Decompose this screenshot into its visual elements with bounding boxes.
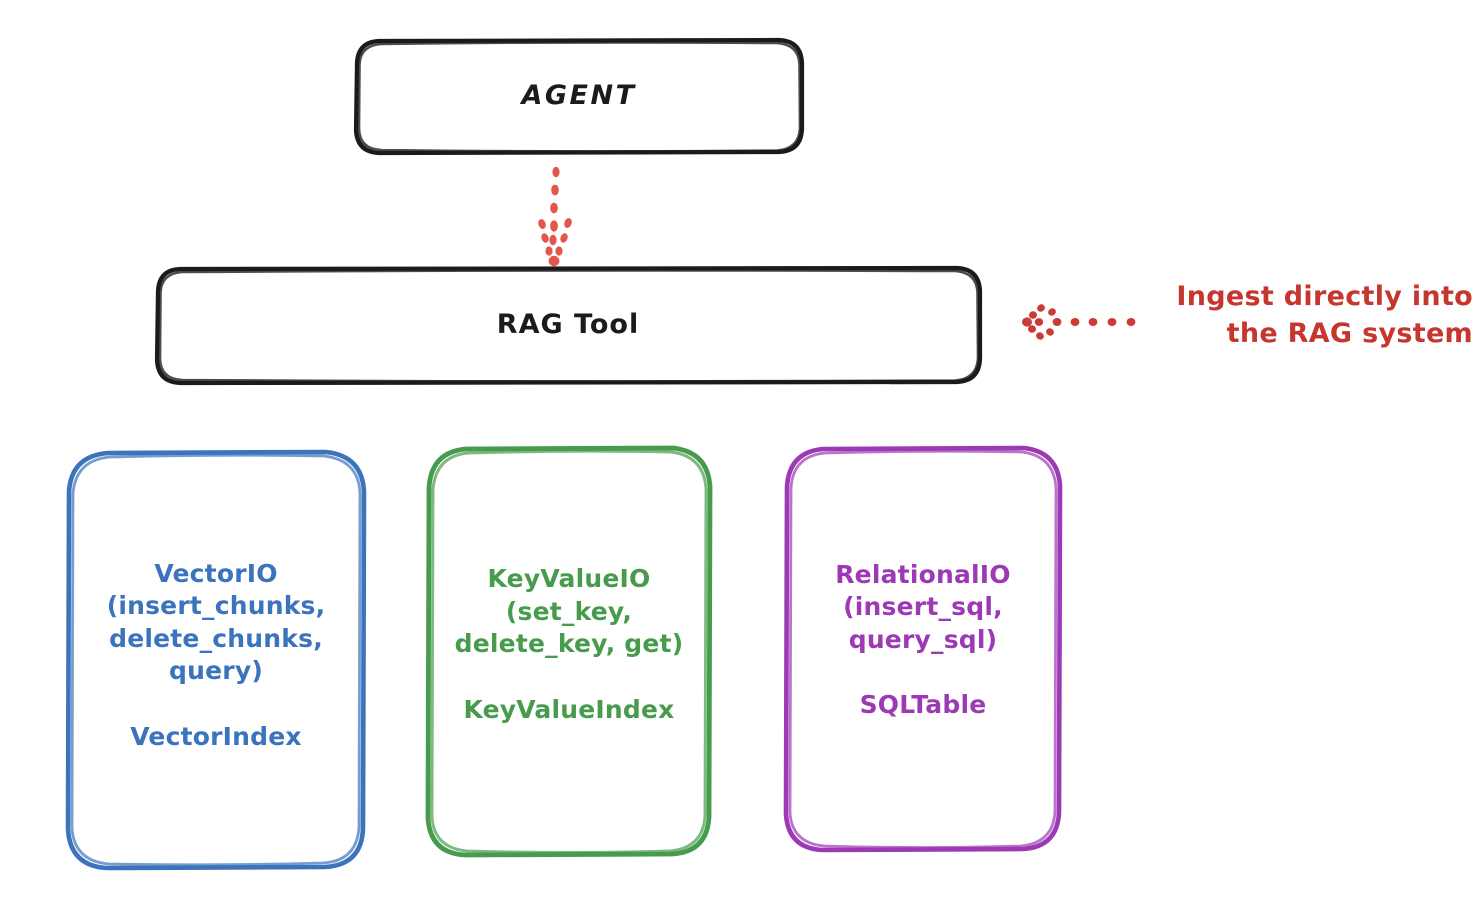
key-value-io-card[interactable]: KeyValueIO (set_key, delete_key, get) Ke… [428,448,710,855]
vector-io-card-body: VectorIO (insert_chunks, delete_chunks, … [107,558,326,751]
rag-tool-node[interactable]: RAG Tool [156,268,980,382]
agent-node[interactable]: AGENT [356,40,802,153]
ingest-to-rag-tool-arrow [1022,304,1136,340]
key-value-io-index-label: KeyValueIndex [463,694,675,724]
relational-io-card-body: RelationalIO (insert_sql, query_sql) SQL… [835,559,1011,720]
relational-io-title: RelationalIO (insert_sql, query_sql) [835,559,1011,654]
agent-to-rag-tool-arrow [538,166,572,267]
key-value-io-title: KeyValueIO (set_key, delete_key, get) [454,564,684,659]
relational-io-index-label: SQLTable [859,690,987,720]
vector-io-index-label: VectorIndex [130,721,302,751]
agent-node-label: AGENT [521,80,637,112]
key-value-io-card-body: KeyValueIO (set_key, delete_key, get) Ke… [455,563,684,724]
vector-io-title: VectorIO (insert_chunks, delete_chunks, … [106,558,326,686]
ingest-annotation-text: Ingest directly into the RAG system [1176,281,1473,350]
rag-tool-node-label: RAG Tool [496,308,640,340]
vector-io-card[interactable]: VectorIO (insert_chunks, delete_chunks, … [68,452,364,868]
relational-io-card[interactable]: RelationalIO (insert_sql, query_sql) SQL… [786,448,1060,850]
